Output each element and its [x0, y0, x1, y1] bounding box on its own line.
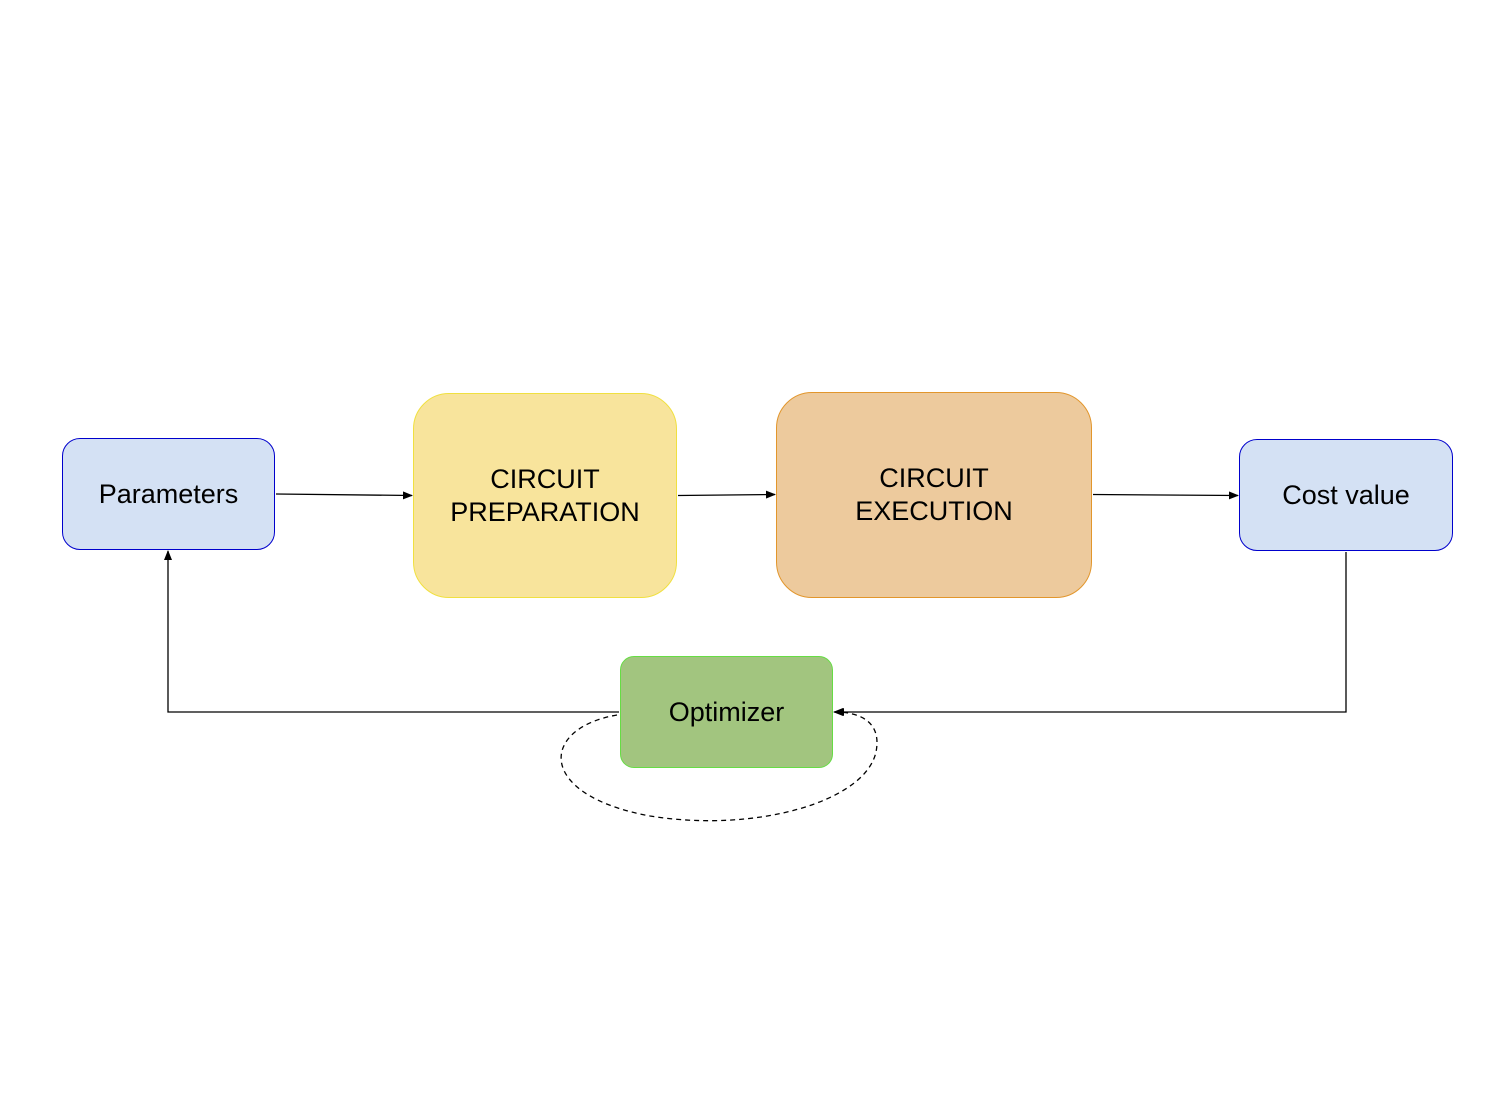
edge-execution-to-cost	[1092, 491, 1239, 500]
edge-optimizer-to-parameters	[164, 550, 619, 713]
edge-cost-to-optimizer	[833, 552, 1347, 716]
parameters-label: Parameters	[98, 478, 239, 509]
circuit-execution-node: CIRCUIT EXECUTION	[776, 392, 1092, 598]
optimizer-self-loop	[560, 708, 878, 822]
circuit-preparation-label-line2: PREPARATION	[450, 496, 640, 527]
circuit-execution-label-line1: CIRCUIT	[879, 463, 989, 493]
optimizer-label: Optimizer	[668, 696, 785, 727]
optimizer-node: Optimizer	[620, 656, 833, 768]
cost-value-node: Cost value	[1239, 439, 1453, 551]
parameters-node: Parameters	[62, 438, 275, 550]
edge-preparation-to-execution	[677, 490, 776, 499]
edge-parameters-to-preparation	[275, 491, 413, 500]
circuit-preparation-label-line1: CIRCUIT	[490, 463, 600, 494]
circuit-execution-label-line2: EXECUTION	[855, 496, 1013, 526]
cost-value-label: Cost value	[1282, 479, 1410, 510]
circuit-preparation-node: CIRCUIT PREPARATION	[413, 393, 677, 598]
